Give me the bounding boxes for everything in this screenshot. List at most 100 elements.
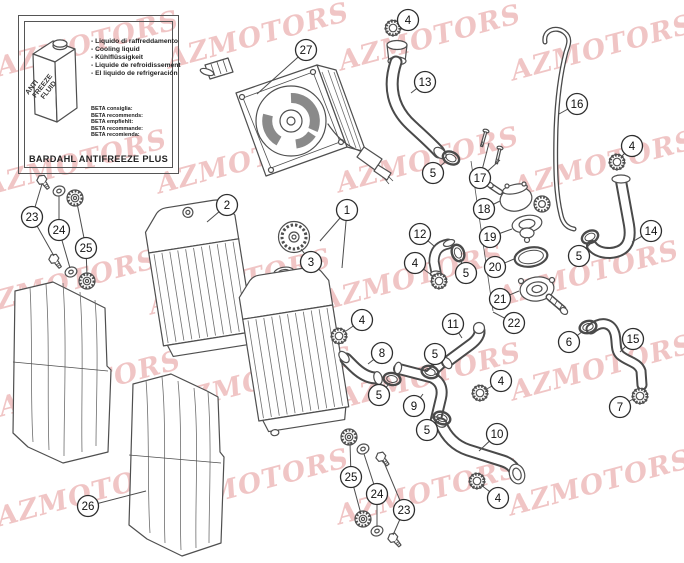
callout-7[interactable]: 7 xyxy=(608,395,634,419)
thermostat-screws-17 xyxy=(478,127,504,165)
radiator-left xyxy=(144,199,254,358)
callout-5[interactable]: 5 xyxy=(367,382,391,407)
svg-text:5: 5 xyxy=(576,251,582,263)
callout-4[interactable]: 4 xyxy=(484,369,513,393)
callout-5[interactable]: 5 xyxy=(421,160,447,185)
svg-text:23: 23 xyxy=(398,505,411,517)
callout-9[interactable]: 9 xyxy=(402,393,426,418)
callout-1[interactable]: 1 xyxy=(319,198,359,269)
beta-recommend-line: BETA recommends: xyxy=(91,112,143,119)
radiator-right xyxy=(238,266,350,437)
callout-14[interactable]: 14 xyxy=(631,219,663,243)
fan-assembly xyxy=(199,57,394,185)
svg-text:8: 8 xyxy=(379,348,385,360)
callout-5[interactable]: 5 xyxy=(454,258,478,285)
hose-13 xyxy=(385,39,447,160)
thermostat-cover-21 xyxy=(517,276,569,316)
svg-text:20: 20 xyxy=(489,262,502,274)
svg-text:24: 24 xyxy=(53,225,66,237)
svg-text:26: 26 xyxy=(82,501,95,513)
callout-2[interactable]: 2 xyxy=(206,193,239,223)
svg-text:4: 4 xyxy=(498,376,505,388)
svg-text:14: 14 xyxy=(645,226,658,238)
callout-22[interactable]: 22 xyxy=(492,311,526,335)
coolant-name-list: - Liquido di raffreddamento- Cooling liq… xyxy=(91,38,181,78)
gasket-20 xyxy=(513,246,549,268)
svg-text:27: 27 xyxy=(300,45,313,57)
beta-recommendation-list: BETA consiglia:BETA recommends:BETA empf… xyxy=(91,106,143,139)
fan-motor-fitting xyxy=(199,57,234,80)
callout-5[interactable]: 5 xyxy=(567,243,591,268)
svg-text:4: 4 xyxy=(405,15,412,27)
thermostat-housing-18 xyxy=(486,181,551,213)
callout-16[interactable]: 16 xyxy=(558,92,589,116)
svg-text:25: 25 xyxy=(345,472,358,484)
svg-text:5: 5 xyxy=(424,425,430,437)
svg-text:11: 11 xyxy=(447,319,459,331)
svg-text:2: 2 xyxy=(224,200,230,212)
svg-text:3: 3 xyxy=(308,257,314,269)
elbow-hose-12 xyxy=(428,238,456,278)
callout-3[interactable]: 3 xyxy=(299,248,323,274)
coolant-name-line: - Cooling liquid xyxy=(91,46,140,54)
svg-text:15: 15 xyxy=(627,334,640,346)
coolant-info-box: ANTI FREEZE FLUID - Liquido di raffredda… xyxy=(18,15,181,174)
callout-27[interactable]: 27 xyxy=(256,38,318,95)
callout-10[interactable]: 10 xyxy=(478,422,509,452)
svg-text:18: 18 xyxy=(478,204,491,216)
callout-20[interactable]: 20 xyxy=(483,255,515,279)
svg-text:4: 4 xyxy=(629,141,636,153)
svg-text:12: 12 xyxy=(414,229,427,241)
svg-text:13: 13 xyxy=(419,77,432,89)
svg-text:6: 6 xyxy=(566,337,572,349)
callout-24[interactable]: 24 xyxy=(47,196,71,269)
callout-15[interactable]: 15 xyxy=(619,327,645,353)
beta-recommend-line: BETA recomienda: xyxy=(91,132,140,139)
coolant-name-line: - El liquido de refrigeración xyxy=(91,70,178,78)
fan-wire-connector xyxy=(327,123,394,185)
callout-23[interactable]: 23 xyxy=(20,183,55,257)
callout-4[interactable]: 4 xyxy=(396,8,420,32)
svg-text:4: 4 xyxy=(412,258,419,270)
svg-text:4: 4 xyxy=(495,493,502,505)
callout-5[interactable]: 5 xyxy=(415,418,440,442)
callout-21[interactable]: 21 xyxy=(488,287,520,311)
svg-text:22: 22 xyxy=(508,318,521,330)
svg-text:5: 5 xyxy=(430,168,436,180)
svg-text:21: 21 xyxy=(494,294,507,306)
callout-8[interactable]: 8 xyxy=(367,341,394,365)
callout-25[interactable]: 25 xyxy=(74,202,98,277)
callout-4[interactable]: 4 xyxy=(403,251,434,277)
callout-17[interactable]: 17 xyxy=(468,142,501,190)
overflow-tube-16 xyxy=(542,26,577,232)
callout-24[interactable]: 24 xyxy=(363,453,389,527)
svg-text:25: 25 xyxy=(80,243,93,255)
callout-4[interactable]: 4 xyxy=(345,308,374,332)
callout-25[interactable]: 25 xyxy=(339,441,363,515)
louver-guard-left xyxy=(12,281,112,464)
callout-23[interactable]: 23 xyxy=(382,459,416,536)
callout-11[interactable]: 11 xyxy=(441,312,465,339)
callout-4[interactable]: 4 xyxy=(480,484,510,510)
svg-text:5: 5 xyxy=(432,349,438,361)
svg-text:4: 4 xyxy=(359,315,366,327)
callout-19[interactable]: 19 xyxy=(478,225,513,249)
beta-recommend-line: BETA empfiehlt: xyxy=(91,119,134,126)
callout-12[interactable]: 12 xyxy=(408,222,435,247)
svg-text:23: 23 xyxy=(26,212,39,224)
callout-13[interactable]: 13 xyxy=(410,70,437,94)
callout-6[interactable]: 6 xyxy=(557,330,584,354)
callout-18[interactable]: 18 xyxy=(472,197,501,221)
callout-4[interactable]: 4 xyxy=(620,134,644,158)
callout-5[interactable]: 5 xyxy=(423,342,447,368)
svg-text:10: 10 xyxy=(491,429,504,441)
callout-26[interactable]: 26 xyxy=(76,490,147,518)
svg-text:5: 5 xyxy=(463,268,469,280)
info-box-inner-border xyxy=(24,21,173,168)
coolant-name-line: - Liquide de refroidissement xyxy=(91,62,181,70)
antifreeze-canister-illustration: ANTI FREEZE FLUID xyxy=(24,39,78,123)
hose-15 xyxy=(585,318,648,391)
hose-14 xyxy=(586,174,636,259)
